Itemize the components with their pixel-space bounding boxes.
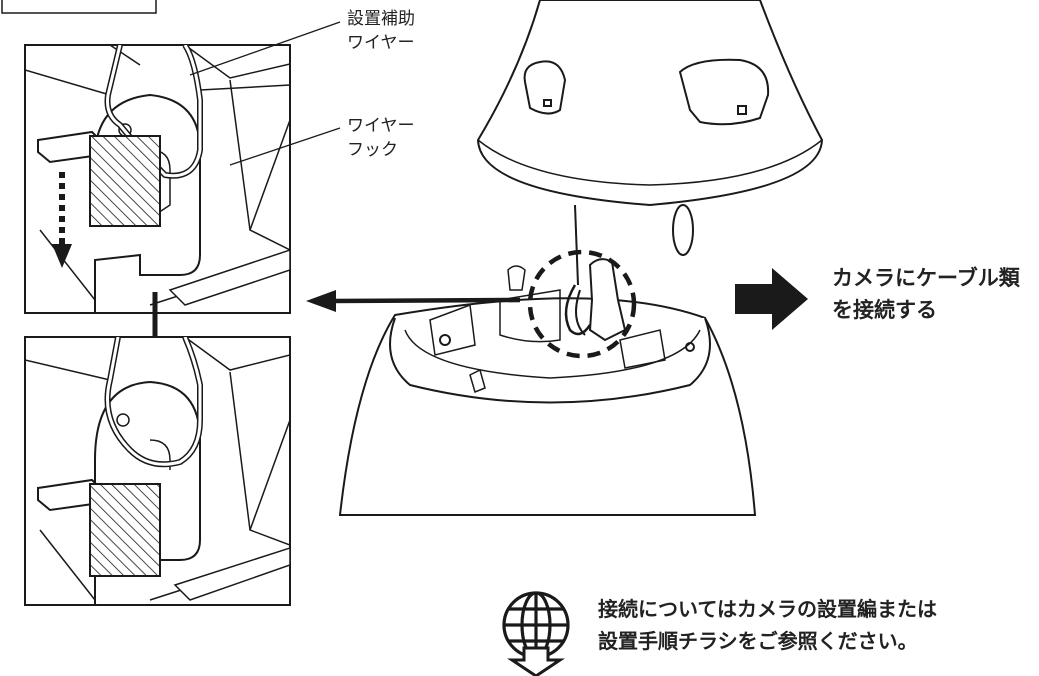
leader-assist-wire	[189, 21, 341, 76]
detail-panel-bottom	[24, 336, 291, 606]
left-arrow-icon	[306, 290, 521, 312]
callout-connect-cables: カメラにケーブル類 を接続する	[832, 262, 1020, 326]
camera-cover	[476, 0, 824, 207]
dashed-down-arrow-icon	[52, 172, 72, 268]
detail-panel-top	[24, 44, 291, 314]
corner-frame	[1, 0, 157, 14]
label-assist-wire-line1: 設置補助	[347, 9, 415, 29]
label-wire-hook: ワイヤー フック	[347, 114, 415, 162]
label-wire-hook-line2: フック	[347, 140, 398, 160]
reference-note-line1: 接続についてはカメラの設置編または	[598, 597, 937, 621]
callout-connect-cables-line2: を接続する	[832, 298, 937, 322]
camera-base	[338, 258, 757, 516]
label-assist-wire-line2: ワイヤー	[347, 33, 415, 53]
reference-note: 接続についてはカメラの設置編または 設置手順チラシをご参照ください。	[598, 593, 937, 657]
cover-wire	[574, 204, 579, 286]
leader-wire-hook	[229, 127, 341, 166]
globe-download-icon	[502, 591, 570, 676]
highlight-circle	[527, 249, 637, 359]
label-wire-hook-line1: ワイヤー	[347, 116, 415, 136]
right-arrow-icon	[735, 268, 808, 330]
reference-note-line2: 設置手順チラシをご参照ください。	[598, 629, 918, 653]
callout-connect-cables-line1: カメラにケーブル類	[832, 266, 1020, 290]
label-assist-wire: 設置補助 ワイヤー	[347, 7, 415, 55]
cover-ring	[672, 204, 694, 256]
